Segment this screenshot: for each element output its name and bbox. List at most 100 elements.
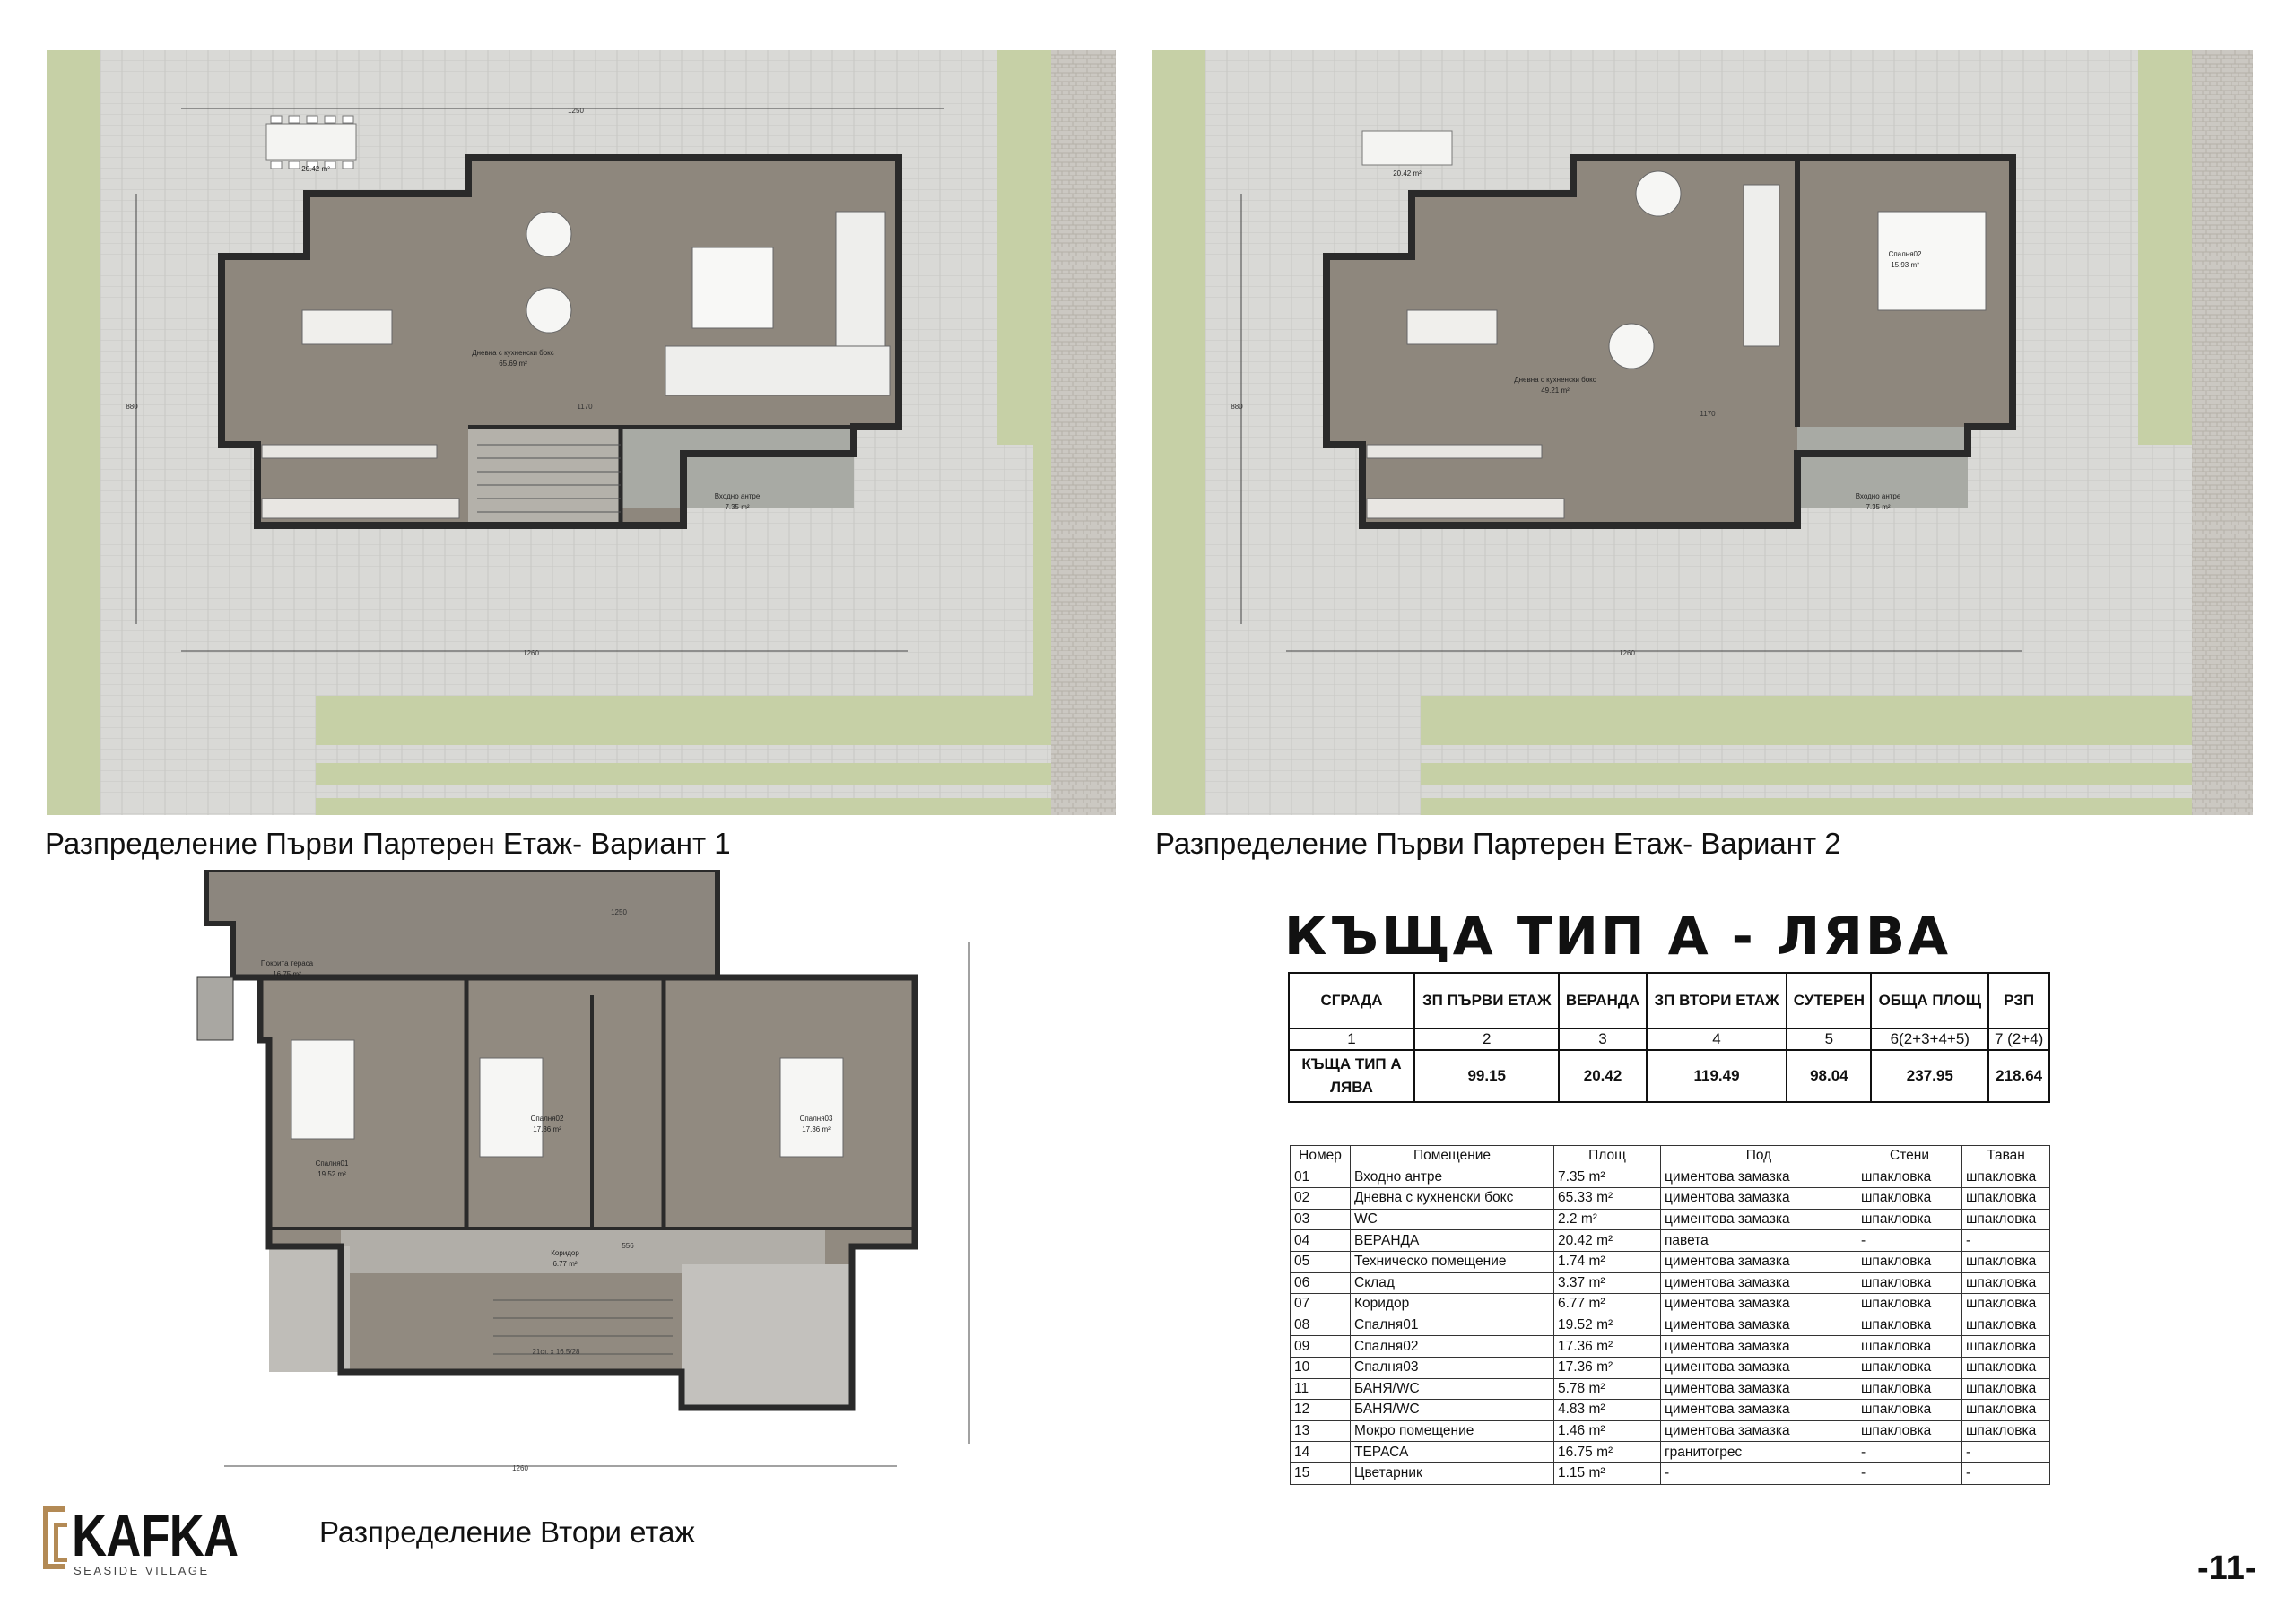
dim-bottom: 1260 [523, 649, 539, 657]
table-cell: шпакловка [1857, 1335, 1962, 1358]
room-label-entrance-v2: Входно антре [1856, 492, 1901, 500]
summary-code-row: 1 2 3 4 5 6(2+3+4+5) 7 (2+4) [1288, 1028, 2050, 1051]
table-cell: 2.2 m² [1553, 1208, 1661, 1231]
caption-variant-1: Разпределение Първи Партерен Етаж- Вариа… [45, 827, 731, 860]
table-cell: шпакловка [1857, 1399, 1962, 1421]
table-cell: шпакловка [1961, 1314, 2050, 1337]
room-label-corridor: Коридор [551, 1249, 579, 1257]
table-cell: циментова замазка [1660, 1271, 1857, 1295]
table-cell: шпакловка [1961, 1293, 2050, 1315]
dim-side: 880 [126, 403, 138, 411]
table-cell: циментова замазка [1660, 1187, 1857, 1210]
room-label-bedroom01: Спалня01 [316, 1159, 349, 1167]
table-cell: Спалня03 [1350, 1356, 1554, 1379]
table-cell: 17.36 m² [1553, 1356, 1661, 1379]
table-cell: циментова замазка [1660, 1166, 1857, 1189]
table-cell: 6.77 m² [1553, 1293, 1661, 1315]
table-cell: 7.35 m² [1553, 1166, 1661, 1189]
svg-text:7.35 m²: 7.35 m² [1866, 503, 1890, 511]
floor-plan-variant-1: Дневна с кухненски бокс 65.69 m² Входно … [47, 50, 1116, 815]
caption-variant-2: Разпределение Първи Партерен Етаж- Вариа… [1155, 827, 1841, 860]
table-cell: - [1961, 1441, 2050, 1463]
veranda-dining-set [265, 115, 357, 169]
table-cell: 13 [1290, 1419, 1351, 1443]
table-cell: ВЕРАНДА [1350, 1229, 1554, 1252]
table-cell: 10 [1290, 1356, 1351, 1379]
table-cell: 06 [1290, 1271, 1351, 1295]
table-cell: 03 [1290, 1208, 1351, 1231]
table-cell: шпакловка [1961, 1335, 2050, 1358]
table-cell: шпакловка [1961, 1399, 2050, 1421]
table-cell: шпакловка [1961, 1187, 2050, 1210]
table-cell: шпакловка [1857, 1419, 1962, 1443]
svg-text:16.75 m²: 16.75 m² [273, 970, 301, 978]
table-cell: 08 [1290, 1314, 1351, 1337]
table-cell: 04 [1290, 1229, 1351, 1252]
dim-stairs-v3: 21ст. x 16.5/28 [532, 1348, 580, 1356]
table-cell: циментова замазка [1660, 1419, 1857, 1443]
room-label-terrace: Покрита тераса [261, 959, 314, 968]
table-cell: шпакловка [1961, 1208, 2050, 1231]
table-cell: шпакловка [1857, 1271, 1962, 1295]
table-cell: циментова замазка [1660, 1335, 1857, 1358]
table-cell: - [1857, 1441, 1962, 1463]
table-cell: 3.37 m² [1553, 1271, 1661, 1295]
table-cell: 05 [1290, 1250, 1351, 1273]
logo-bracket-icon [43, 1506, 67, 1569]
table-cell: шпакловка [1857, 1356, 1962, 1379]
dim-top-v3: 1250 [611, 908, 627, 916]
room-label-bedroom03: Спалня03 [800, 1115, 833, 1123]
table-cell: шпакловка [1857, 1377, 1962, 1401]
table-cell: 4.83 m² [1553, 1399, 1661, 1421]
room-label-bedroom02: Спалня02 [531, 1115, 564, 1123]
summary-value-row: КЪЩА ТИП А ЛЯВА 99.15 20.42 119.49 98.04… [1288, 1049, 2050, 1103]
table-cell: Дневна с кухненски бокс [1350, 1187, 1554, 1210]
table-cell: - [1857, 1229, 1962, 1252]
table-cell: 1.46 m² [1553, 1419, 1661, 1443]
svg-text:17.36 m²: 17.36 m² [802, 1125, 831, 1133]
table-cell: 65.33 m² [1553, 1187, 1661, 1210]
table-cell: 12 [1290, 1399, 1351, 1421]
logo-subtitle: SEASIDE VILLAGE [74, 1564, 210, 1577]
table-cell: 16.75 m² [1553, 1441, 1661, 1463]
dim-side-v2: 880 [1231, 403, 1243, 411]
table-cell: циментова замазка [1660, 1314, 1857, 1337]
dim-bottom-v2: 1260 [1619, 649, 1635, 657]
table-cell: - [1961, 1462, 2050, 1485]
table-cell: Входно антре [1350, 1166, 1554, 1189]
table-cell: гранитогрес [1660, 1441, 1857, 1463]
table-cell: циментова замазка [1660, 1399, 1857, 1421]
floor-plan-second-floor: Покрита тераса 16.75 m² Спалня01 19.52 m… [135, 870, 1031, 1488]
table-cell: БАНЯ/WC [1350, 1377, 1554, 1401]
table-cell: 5.78 m² [1553, 1377, 1661, 1401]
table-cell: шпакловка [1857, 1166, 1962, 1189]
table-cell: Коридор [1350, 1293, 1554, 1315]
table-cell: 1.15 m² [1553, 1462, 1661, 1485]
table-cell: 02 [1290, 1187, 1351, 1210]
area-summary-table: СГРАДА ЗП ПЪРВИ ЕТАЖ ВЕРАНДА ЗП ВТОРИ ЕТ… [1288, 972, 2050, 1103]
caption-second-floor: Разпределение Втори етаж [319, 1515, 695, 1549]
dim-bottom-v3: 1260 [512, 1464, 528, 1472]
table-cell: циментова замазка [1660, 1293, 1857, 1315]
svg-text:17.36 m²: 17.36 m² [533, 1125, 561, 1133]
table-cell: 20.42 m² [1553, 1229, 1661, 1252]
rooms-table-header: Номер Помещение Площ Под Стени Таван [1290, 1145, 2050, 1167]
table-cell: - [1857, 1462, 1962, 1485]
svg-text:15.93 m²: 15.93 m² [1891, 261, 1919, 269]
table-cell: шпакловка [1961, 1250, 2050, 1273]
table-cell: 09 [1290, 1335, 1351, 1358]
table-cell: БАНЯ/WC [1350, 1399, 1554, 1421]
dim-mid-v2: 1170 [1700, 410, 1716, 418]
svg-text:6.77 m²: 6.77 m² [552, 1260, 577, 1268]
table-cell: шпакловка [1961, 1377, 2050, 1401]
table-cell: шпакловка [1961, 1419, 2050, 1443]
